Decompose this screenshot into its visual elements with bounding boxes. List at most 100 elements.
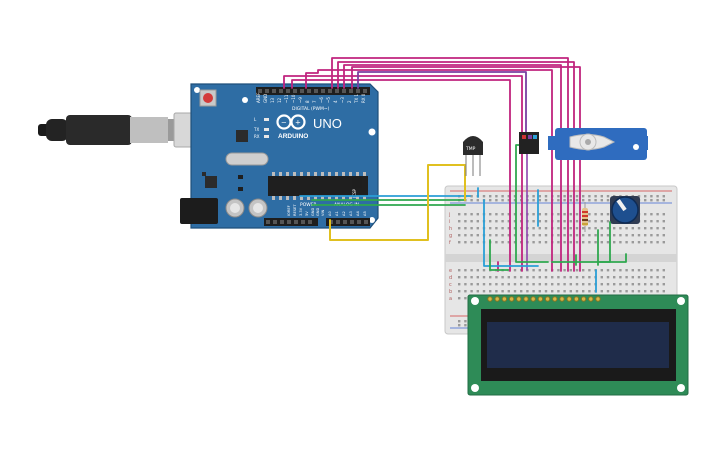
- breadboard-hole: [662, 283, 665, 286]
- breadboard-hole: [662, 199, 665, 202]
- breadboard-hole: [538, 199, 541, 202]
- pin-label: RX 0: [361, 93, 366, 103]
- breadboard-hole: [637, 269, 641, 272]
- breadboard-hole: [482, 269, 486, 272]
- pin-label: A2: [342, 211, 346, 216]
- icsp-label: ICSP: [352, 188, 357, 198]
- breadboard-hole: [588, 220, 591, 223]
- breadboard-hole: [662, 241, 665, 244]
- breadboard-hole: [644, 195, 647, 198]
- breadboard-hole: [470, 234, 473, 237]
- breadboard-hole: [563, 220, 566, 223]
- breadboard-hole: [470, 199, 473, 202]
- wire-blue-2: [483, 199, 539, 267]
- breadboard-hole: [513, 199, 517, 202]
- breadboard-hole: [662, 195, 665, 198]
- breadboard-hole: [606, 290, 610, 293]
- breadboard-hole: [625, 290, 628, 293]
- pin-label: 4: [333, 100, 338, 103]
- breadboard-hole: [489, 283, 492, 286]
- breadboard-hole: [495, 195, 498, 198]
- breadboard-hole: [501, 220, 504, 223]
- breadboard-hole: [637, 276, 641, 279]
- breadboard-hole: [495, 227, 498, 230]
- breadboard-hole: [563, 199, 566, 202]
- breadboard-hole: [656, 234, 659, 237]
- breadboard-hole: [476, 276, 479, 279]
- breadboard-hole: [501, 290, 504, 293]
- reset-button[interactable]: [199, 89, 217, 107]
- breadboard-hole: [619, 276, 622, 279]
- breadboard-hole: [557, 269, 560, 272]
- breadboard-hole: [613, 234, 616, 237]
- svg-text:+: +: [295, 119, 301, 127]
- breadboard-hole: [458, 241, 461, 244]
- breadboard-hole: [588, 269, 591, 272]
- breadboard-hole: [575, 227, 579, 230]
- temperature-sensor: TMP: [463, 136, 483, 176]
- breadboard-hole: [470, 227, 473, 230]
- breadboard-hole: [600, 195, 603, 198]
- pin-label: A5: [363, 211, 367, 216]
- breadboard-hole: [656, 241, 659, 244]
- breadboard-hole: [569, 283, 572, 286]
- breadboard-hole: [650, 290, 653, 293]
- breadboard-hole: [489, 213, 492, 216]
- breadboard-hole: [569, 220, 572, 223]
- lcd-pin: [530, 296, 536, 302]
- wire-gnd-3: [489, 239, 509, 271]
- breadboard-hole: [600, 227, 603, 230]
- breadboard-hole: [476, 283, 479, 286]
- breadboard-hole: [575, 269, 579, 272]
- breadboard-hole: [563, 234, 566, 237]
- breadboard-hole: [563, 276, 566, 279]
- breadboard-hole: [631, 269, 634, 272]
- breadboard-hole: [600, 220, 603, 223]
- breadboard-hole: [656, 213, 659, 216]
- breadboard-hole: [656, 283, 659, 286]
- breadboard-hole: [569, 199, 572, 202]
- pin-label: 3.3V: [299, 207, 303, 216]
- breadboard-hole: [501, 276, 504, 279]
- row-letter: c: [449, 282, 452, 288]
- breadboard-hole: [507, 213, 510, 216]
- breadboard-hole: [538, 241, 541, 244]
- lcd-pin: [537, 296, 544, 302]
- breadboard-hole: [464, 269, 467, 272]
- breadboard-hole: [464, 276, 467, 279]
- breadboard-hole: [588, 283, 591, 286]
- power-header-label: POWER: [300, 202, 317, 208]
- breadboard-hole: [557, 234, 560, 237]
- row-letter: h: [449, 226, 452, 232]
- pin-label: GND: [311, 208, 315, 216]
- board-name: UNO: [313, 116, 342, 131]
- breadboard-hole: [532, 220, 535, 223]
- potentiometer[interactable]: [610, 196, 640, 224]
- wire-lcd-en: [331, 57, 569, 272]
- pin-label: GND: [263, 94, 268, 103]
- pin-label: ~6: [319, 97, 324, 103]
- breadboard-hole: [458, 324, 461, 327]
- pin-label: 12: [277, 97, 282, 103]
- breadboard-hole: [575, 199, 579, 202]
- breadboard-hole: [588, 195, 591, 198]
- pin-label: ~11: [284, 94, 289, 103]
- breadboard-hole: [507, 283, 510, 286]
- row-letter: b: [449, 289, 452, 295]
- pin-label: ~5: [326, 97, 331, 103]
- wire-lcd-d6: [291, 79, 511, 272]
- breadboard-hole: [544, 213, 548, 216]
- breadboard-hole: [662, 276, 665, 279]
- lcd-pin: [516, 296, 522, 302]
- breadboard-hole: [619, 269, 622, 272]
- lcd-pin: [508, 296, 515, 302]
- breadboard-hole: [538, 213, 541, 216]
- breadboard-hole: [650, 199, 653, 202]
- breadboard-hole: [569, 234, 572, 237]
- breadboard-hole: [569, 290, 572, 293]
- breadboard-hole: [644, 269, 647, 272]
- breadboard-hole: [501, 213, 504, 216]
- breadboard-hole: [582, 283, 585, 286]
- breadboard-hole: [507, 290, 510, 293]
